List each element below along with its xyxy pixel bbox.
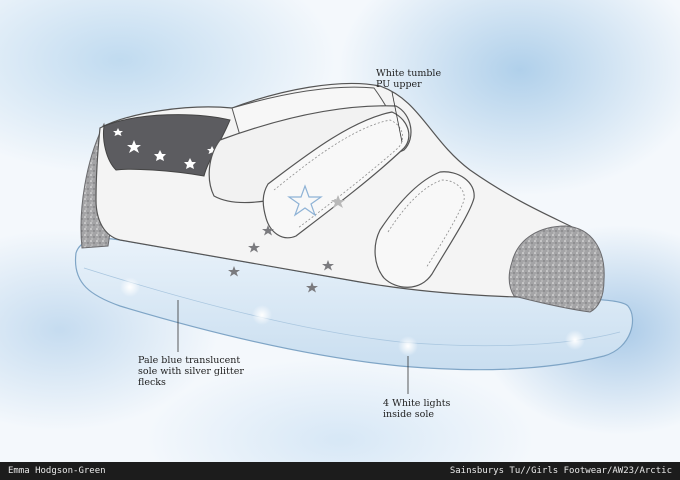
shoe-illustration [74,82,634,394]
designer-name: Emma Hodgson-Green [8,466,106,476]
callout-lights: 4 White lights inside sole [383,398,451,420]
sole-light [120,277,140,297]
strap-back [374,171,475,288]
strap-front [208,105,412,239]
project-label: Sainsburys Tu//Girls Footwear/AW23/Arcti… [449,466,672,476]
callout-upper: White tumble PU upper [376,68,442,90]
footer-bar: Emma Hodgson-Green Sainsburys Tu//Girls … [0,462,680,480]
callout-line-upper [391,91,403,143]
illustration-canvas: White tumble PU upper Pale blue transluc… [0,0,680,462]
toe-glitter [508,225,605,313]
sole-light [398,336,418,356]
collar-lining [103,114,231,177]
sole-light [565,330,585,350]
callout-sole: Pale blue translucent sole with silver g… [138,355,244,388]
sole-light [252,305,272,325]
